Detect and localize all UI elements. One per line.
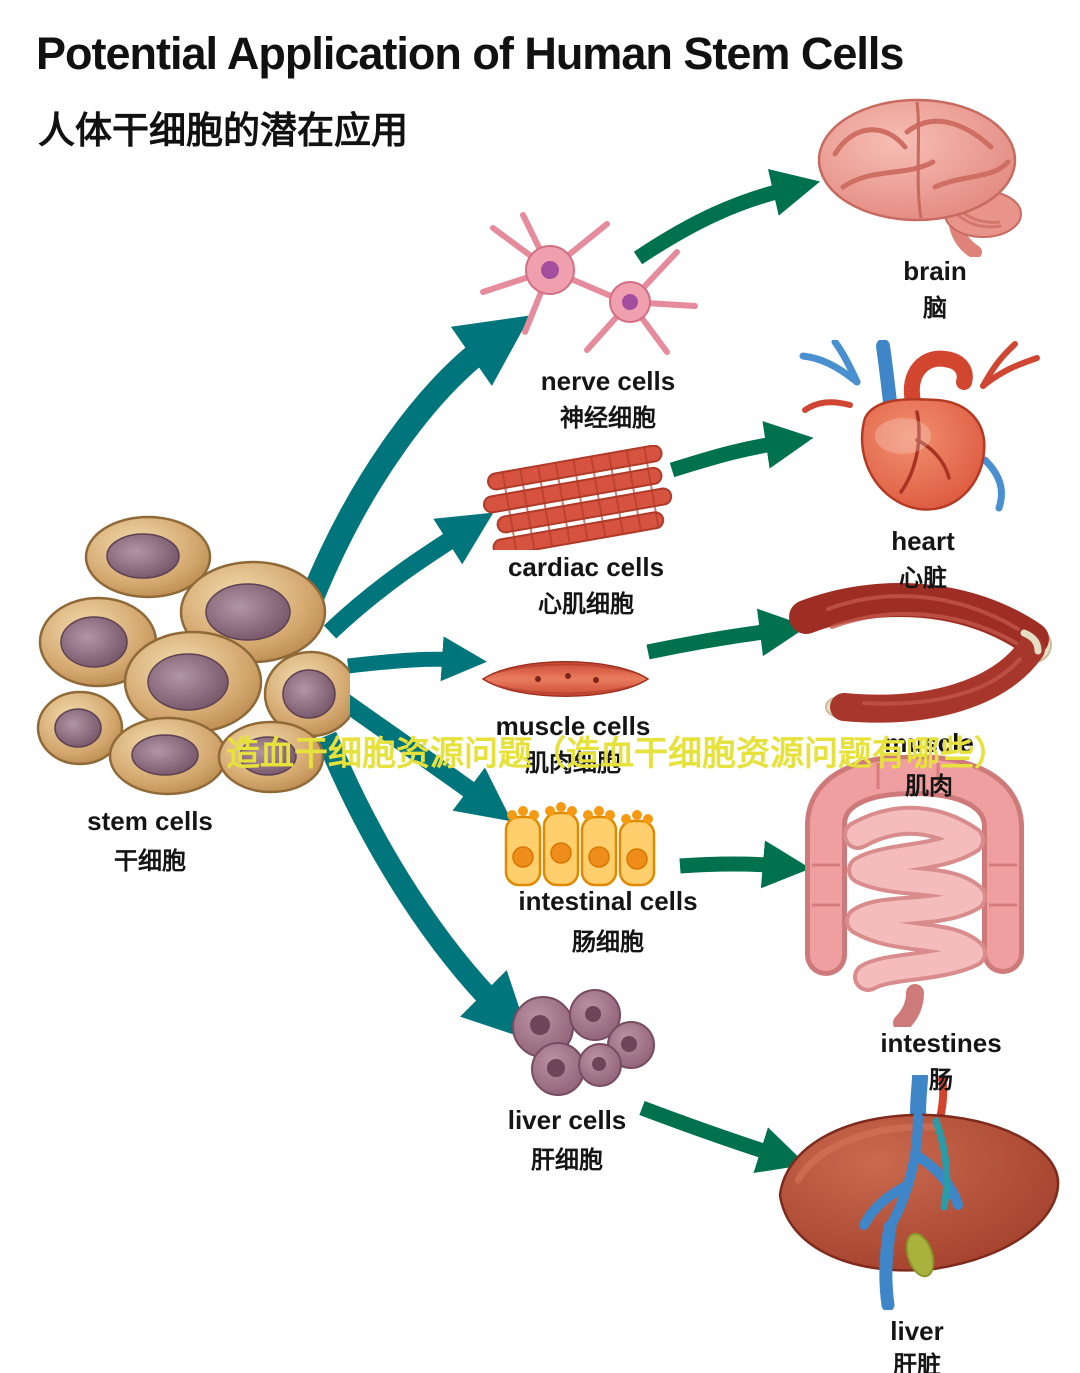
muscle-cells-label-en: muscle cells xyxy=(495,711,651,741)
cardiac-cells-illustration xyxy=(478,444,683,557)
cardiac-cells-label-zh: 心肌细胞 xyxy=(538,591,634,618)
cardiac-cells-label-en: cardiac cells xyxy=(507,552,665,582)
arrow-stem-to-liver-cells xyxy=(315,731,530,1041)
stem-cells-illustration xyxy=(28,512,359,804)
liver-cells-illustration xyxy=(498,985,663,1100)
heart-illustration xyxy=(795,338,1050,525)
intestinal-cells-illustration xyxy=(498,795,663,890)
stem-cells-label-en: stem cells xyxy=(87,806,213,836)
nerve-cells-label-zh: 神经细胞 xyxy=(560,405,656,432)
arrow-intestinalcells-to-intestines xyxy=(679,840,811,889)
liver-illustration xyxy=(768,1069,1073,1312)
watermark-text: 造血干细胞资源问题（造血干细胞资源问题有哪些） xyxy=(226,735,1008,773)
arrow-stem-to-intestinal-cells xyxy=(336,692,512,822)
arrow-musclecells-to-muscle xyxy=(646,608,808,660)
page-title: Potential Application of Human Stem Cell… xyxy=(36,28,904,79)
liver-label-en: liver xyxy=(890,1316,944,1346)
intestines-label-en: intestines xyxy=(880,1028,1002,1058)
brain-illustration xyxy=(805,92,1040,259)
muscle-cells-label-zh: 肌肉细胞 xyxy=(525,750,621,777)
arrow-stem-to-cardiac-cells xyxy=(323,512,494,639)
liver-label-zh: 肝脏 xyxy=(893,1352,941,1373)
brain-label-zh: 脑 xyxy=(923,295,947,322)
intestines-illustration xyxy=(788,753,1043,1032)
nerve-cells-illustration xyxy=(465,210,705,360)
page-subtitle: 人体干细胞的潜在应用 xyxy=(38,110,408,151)
arrow-stem-to-nerve-cells xyxy=(300,315,531,603)
muscle-label-zh: 肌肉 xyxy=(905,773,953,800)
nerve-cells-label-en: nerve cells xyxy=(540,366,676,396)
muscle-label-en: muscle xyxy=(884,728,974,758)
liver-cells-label-zh: 肝细胞 xyxy=(531,1147,603,1174)
heart-label-zh: 心脏 xyxy=(899,565,947,592)
heart-label-en: heart xyxy=(891,526,955,556)
arrow-stem-to-muscle-cells xyxy=(347,636,487,682)
arrow-livercells-to-liver xyxy=(639,1100,807,1174)
intestinal-cells-label-zh: 肠细胞 xyxy=(572,929,644,956)
intestinal-cells-label-en: intestinal cells xyxy=(518,886,698,916)
brain-label-en: brain xyxy=(903,256,967,286)
stem-cells-label-zh: 干细胞 xyxy=(114,848,186,875)
arrow-nerve-to-brain xyxy=(633,168,821,265)
muscle-cells-illustration xyxy=(478,648,653,710)
intestines-label-zh: 肠 xyxy=(929,1067,953,1094)
muscle-illustration xyxy=(788,575,1063,725)
arrow-cardiac-to-heart xyxy=(669,421,814,478)
liver-cells-label-en: liver cells xyxy=(507,1105,627,1135)
